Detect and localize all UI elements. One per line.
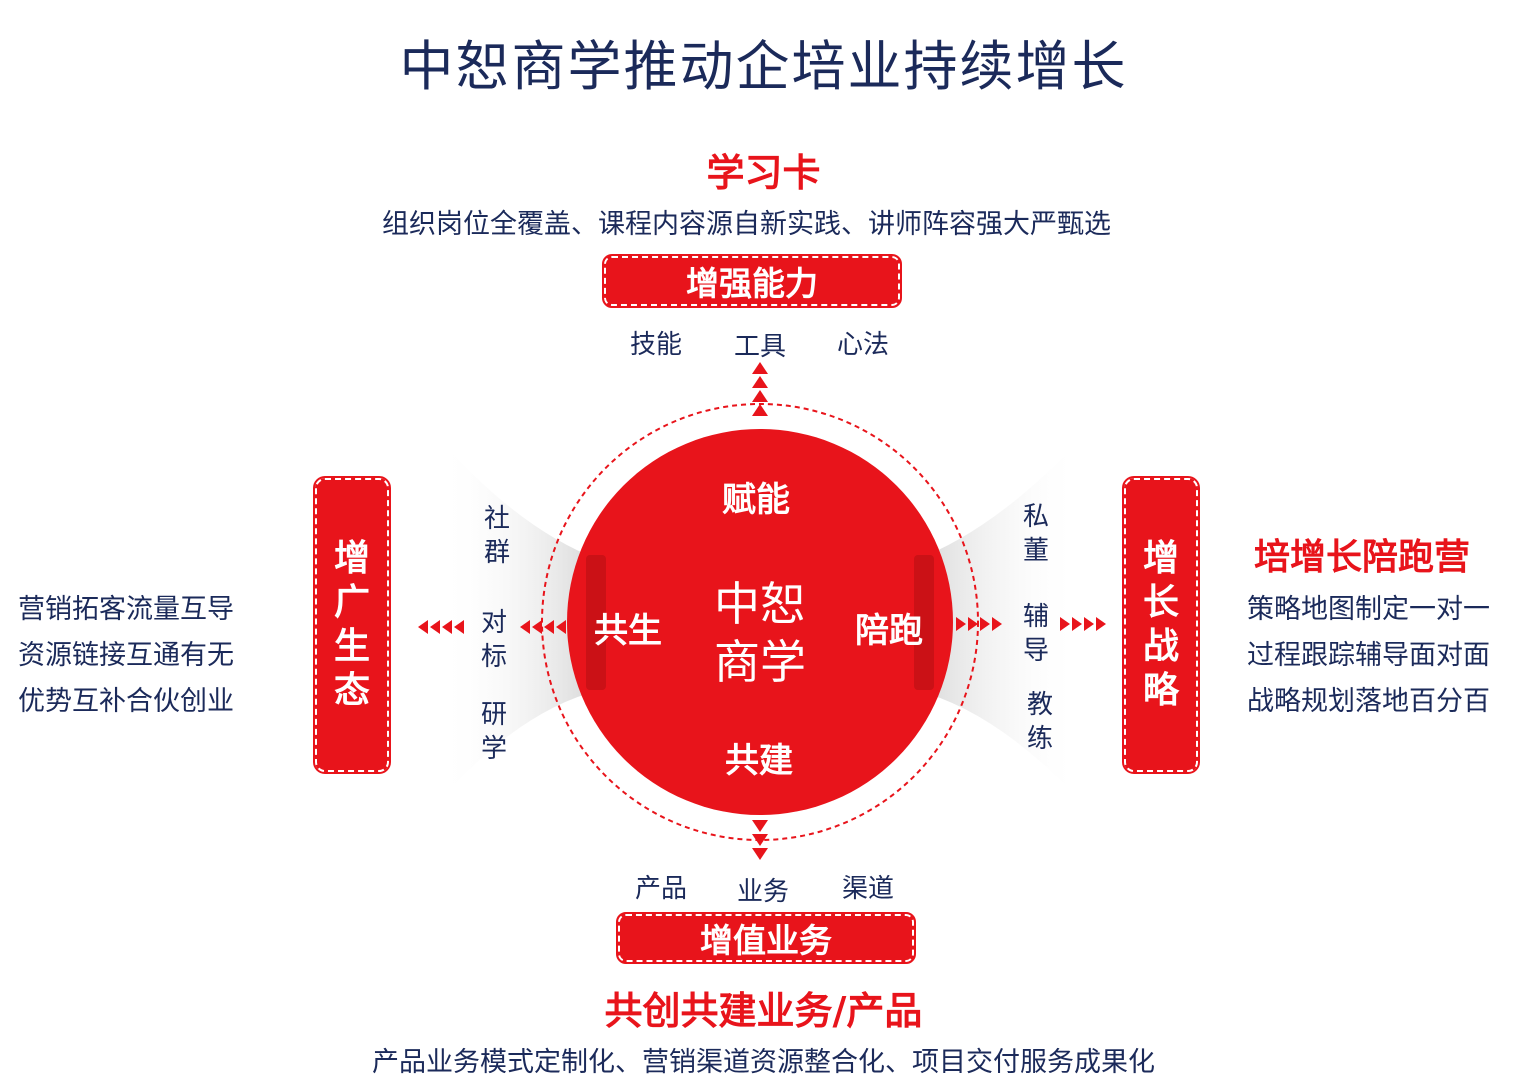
item-char: 教 — [1026, 690, 1053, 720]
pill-char: 生 — [333, 626, 370, 667]
growth-strategy-pill: 增 长 战 略 — [1122, 476, 1200, 774]
right-item-private-board: 私 董 — [1019, 500, 1053, 568]
pill-char: 长 — [1142, 582, 1179, 623]
top-item-tool: 工具 — [734, 332, 787, 362]
item-char: 标 — [480, 642, 507, 672]
item-char: 私 — [1022, 502, 1049, 532]
enhance-capability-label: 增强能力 — [686, 264, 818, 303]
item-char: 董 — [1022, 536, 1049, 566]
item-char: 导 — [1022, 636, 1049, 666]
center-brand: 中恕 商学 — [700, 575, 820, 691]
item-char: 练 — [1026, 724, 1053, 754]
page-title: 中恕商学推动企培业持续增长 — [399, 35, 1128, 98]
circle-label-symbiosis: 共生 — [594, 611, 662, 651]
bottom-item-business: 业务 — [737, 877, 790, 907]
expand-ecosystem-pill: 增 广 生 态 — [313, 476, 391, 774]
left-item-study: 研 学 — [477, 698, 511, 766]
left-item-benchmark: 对 标 — [477, 606, 511, 674]
right-line-3: 战略规划落地百分百 — [1247, 686, 1490, 717]
main-red-circle — [567, 429, 953, 815]
pill-char: 增 — [333, 538, 370, 579]
value-added-business-pill: 增值业务 — [616, 912, 916, 964]
circle-label-cobuild: 共建 — [725, 741, 793, 781]
item-char: 辅 — [1022, 602, 1049, 632]
center-brand-line1: 中恕 — [714, 577, 806, 631]
pill-char: 略 — [1142, 670, 1179, 711]
left-item-community: 社 群 — [480, 502, 514, 570]
top-item-mindset: 心法 — [837, 330, 890, 360]
top-item-skill: 技能 — [630, 330, 683, 360]
right-tab — [914, 555, 934, 690]
right-fan — [915, 440, 1080, 800]
bottom-item-product: 产品 — [635, 874, 688, 904]
left-line-2: 资源链接互通有无 — [18, 640, 234, 671]
item-char: 群 — [483, 538, 510, 568]
circle-label-empower: 赋能 — [722, 480, 790, 520]
pill-char: 战 — [1142, 626, 1179, 667]
left-tab — [586, 555, 606, 690]
right-heading: 培增长陪跑营 — [1254, 536, 1471, 578]
left-line-3: 优势互补合伙创业 — [18, 686, 234, 717]
item-char: 社 — [483, 504, 510, 534]
right-outer-arrows — [1060, 617, 1106, 631]
top-description: 组织岗位全覆盖、课程内容源自新实践、讲师阵容强大严甄选 — [382, 209, 1111, 240]
bottom-item-channel: 渠道 — [842, 874, 895, 904]
bottom-heading: 共创共建业务/产品 — [604, 988, 923, 1033]
pill-char: 增 — [1142, 538, 1179, 579]
left-line-1: 营销拓客流量互导 — [18, 594, 234, 625]
center-brand-line2: 商学 — [714, 635, 806, 689]
right-item-coaching: 辅 导 — [1019, 600, 1053, 668]
right-inner-arrows — [956, 617, 1002, 631]
down-arrows — [752, 820, 768, 860]
item-char: 研 — [480, 700, 507, 730]
enhance-capability-pill: 增强能力 — [602, 254, 902, 308]
left-fan — [440, 440, 600, 800]
item-char: 对 — [480, 608, 507, 638]
item-char: 学 — [480, 734, 507, 764]
value-added-business-label: 增值业务 — [700, 921, 832, 960]
right-line-1: 策略地图制定一对一 — [1247, 594, 1490, 625]
left-inner-arrows — [520, 620, 566, 634]
right-item-training: 教 练 — [1023, 688, 1057, 756]
up-arrows — [752, 362, 768, 416]
circle-label-accompany: 陪跑 — [855, 611, 923, 651]
left-outer-arrows — [418, 620, 464, 634]
pill-char: 态 — [333, 670, 370, 711]
top-heading: 学习卡 — [706, 150, 821, 195]
bottom-description: 产品业务模式定制化、营销渠道资源整合化、项目交付服务成果化 — [372, 1047, 1155, 1078]
right-line-2: 过程跟踪辅导面对面 — [1247, 640, 1490, 671]
pill-char: 广 — [333, 582, 370, 623]
